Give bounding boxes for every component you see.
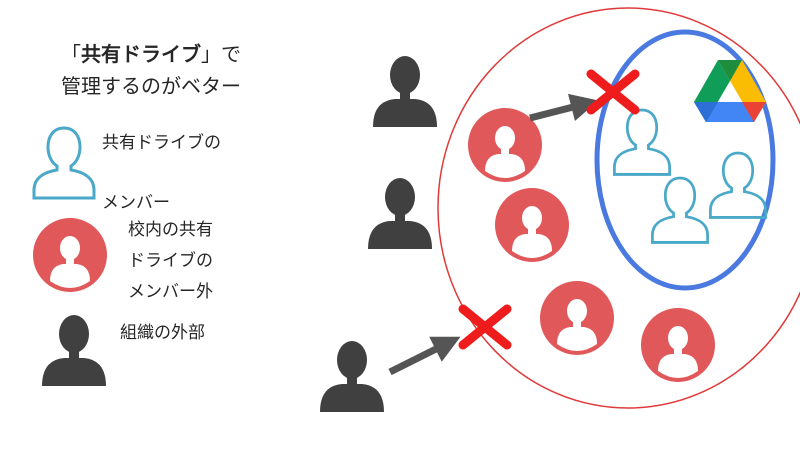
school-non-member-person-icon [641,308,715,382]
organization-boundary-circle [437,7,800,409]
arrow-icon [529,93,599,122]
legend-label-school-non-member: 校内の共有 ドライブの メンバー外 [128,220,213,302]
shared-drive-member-person-icon [613,108,671,176]
arrow-icon [388,336,461,376]
title-line2: 管理するのがベター [61,74,241,98]
outside-person-icon [373,56,437,127]
cross-icon [591,74,635,110]
legend-shared-member-person-icon [32,126,96,200]
shared-drive-member-person-icon [709,151,767,219]
school-non-member-person-icon [540,281,614,355]
title-emphasis: 共有ドライブ [81,42,201,66]
legend-label-shared-drive-member: 共有ドライブの メンバー [102,133,221,213]
legend-label-outside-org: 組織の外部 [120,323,205,343]
title-rest: 」で [201,42,241,66]
shared-drive-boundary-circle [594,29,776,291]
legend-outside-org-person-icon [42,315,106,386]
school-non-member-person-icon [495,188,569,262]
legend-school-non-member-person-icon [33,218,107,292]
outside-person-icon [320,341,384,412]
shared-drive-member-person-icon [651,176,709,244]
slide-title: 「共有ドライブ」で 管理するのがベター [26,38,276,102]
title-bracket-open: 「 [61,42,81,66]
outside-person-icon [368,178,432,249]
google-drive-icon [694,60,766,122]
